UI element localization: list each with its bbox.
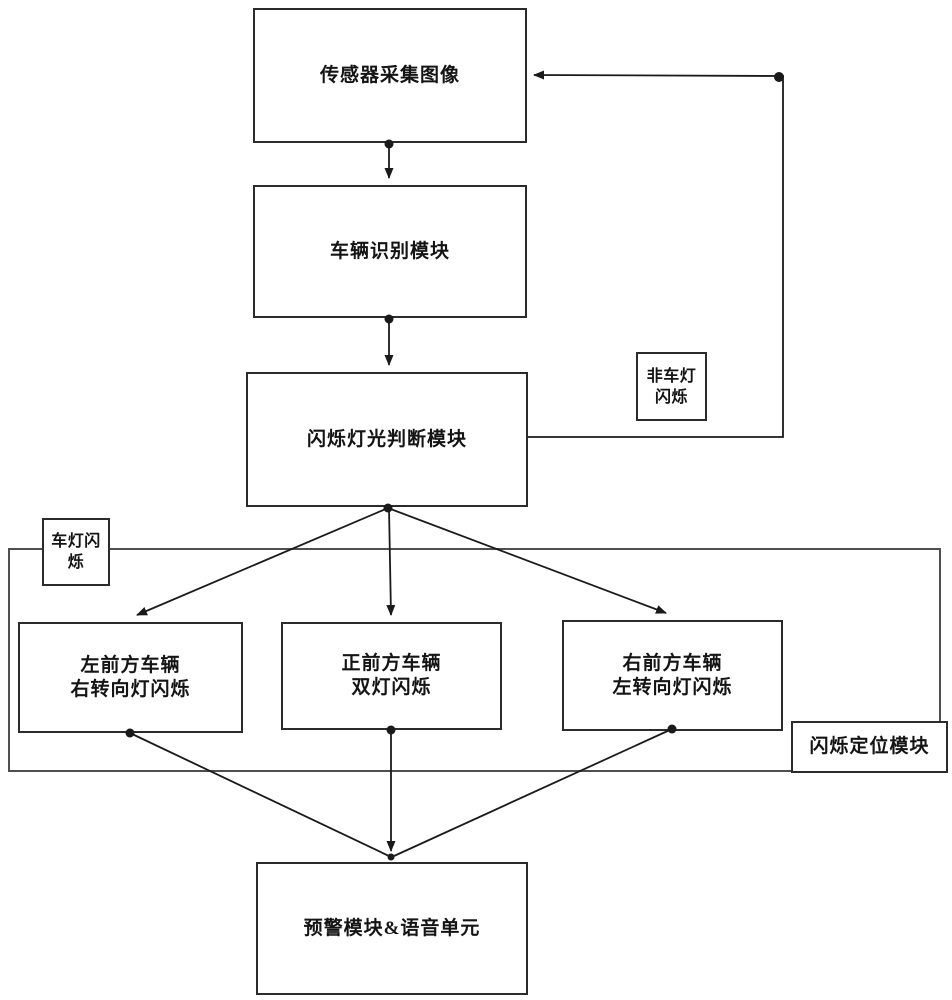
- left-front-line1: 左前方车辆: [80, 654, 181, 676]
- right-front-vehicle-node: 右前方车辆 左转向灯闪烁: [562, 620, 783, 731]
- sensor-capture-label: 传感器采集图像: [319, 64, 460, 86]
- warning-voice-node: 预警模块&语音单元: [256, 862, 528, 995]
- flash-judgment-label: 闪烁灯光判断模块: [306, 428, 467, 450]
- right-front-line2: 左转向灯闪烁: [612, 676, 733, 698]
- vehicle-recognition-label: 车辆识别模块: [329, 240, 450, 262]
- flash-locating-text: 闪烁定位模块: [809, 736, 930, 757]
- flash-judgment-node: 闪烁灯光判断模块: [246, 372, 528, 507]
- left-front-vehicle-node: 左前方车辆 右转向灯闪烁: [18, 622, 243, 733]
- vehicle-flash-line2: 烁: [67, 554, 85, 571]
- non-vehicle-flash-line2: 闪烁: [654, 388, 688, 406]
- right-front-line1: 右前方车辆: [622, 652, 723, 674]
- sensor-capture-node: 传感器采集图像: [253, 8, 527, 143]
- left-front-line2: 右转向灯闪烁: [70, 678, 191, 700]
- vehicle-flash-line1: 车灯闪: [51, 533, 101, 550]
- flash-locating-module-label: 闪烁定位模块: [791, 721, 948, 773]
- non-vehicle-flash-line1: 非车灯: [646, 367, 697, 385]
- vehicle-flash-branch-label: 车灯闪 烁: [42, 518, 110, 586]
- vehicle-recognition-node: 车辆识别模块: [253, 185, 527, 318]
- front-line2: 双灯闪烁: [351, 677, 432, 698]
- junction-dot: [774, 72, 784, 82]
- front-line1: 正前方车辆: [341, 653, 442, 674]
- junction-dot: [387, 853, 395, 861]
- warning-voice-label: 预警模块&语音单元: [303, 917, 481, 939]
- non-vehicle-flash-branch-label: 非车灯 闪烁: [636, 352, 707, 421]
- front-vehicle-node: 正前方车辆 双灯闪烁: [281, 622, 502, 730]
